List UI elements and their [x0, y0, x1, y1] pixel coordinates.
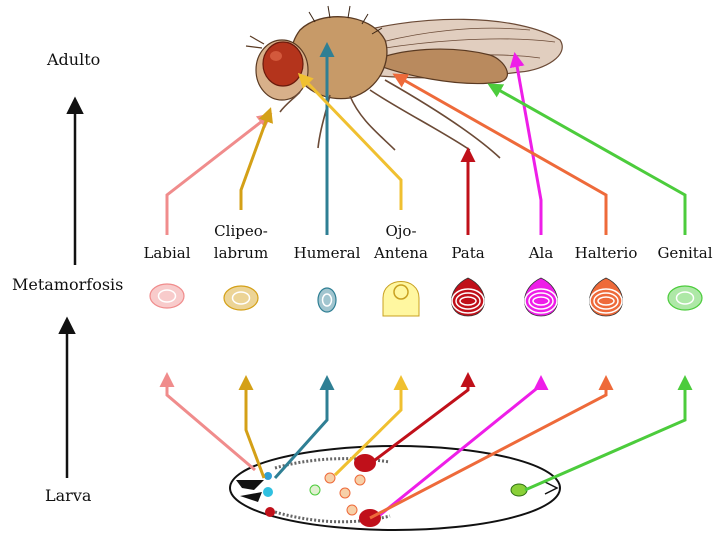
- fly-abdomen: [370, 49, 507, 83]
- larva-body: [230, 446, 560, 530]
- disc-label-clipeolabrum: Clipeo-labrum: [196, 220, 286, 264]
- larva-illustration: [230, 446, 560, 530]
- disc-labial: [150, 284, 184, 308]
- disc-label-line: Halterio: [561, 242, 651, 264]
- stage-label-adult: Adulto: [47, 50, 100, 69]
- stage-label-metamorphosis: Metamorfosis: [12, 275, 123, 294]
- disc-label-line: labrum: [196, 242, 286, 264]
- arrow-from-larva-labial: [167, 375, 255, 470]
- disc-label-genital: Genital: [640, 242, 721, 264]
- disc-label-line: Ojo-: [356, 220, 446, 242]
- arrow-to-adult-labial: [167, 115, 270, 235]
- adult-fly-illustration: [246, 6, 562, 158]
- disc-ojoantena: [383, 282, 419, 317]
- stage-label-larva: Larva: [45, 486, 91, 505]
- disc-halterio: [590, 278, 623, 316]
- disc-label-line: Clipeo-: [196, 220, 286, 242]
- disc-ala: [525, 278, 558, 316]
- disc-label-line: Genital: [640, 242, 721, 264]
- disc-genital: [668, 286, 702, 310]
- disc-label-halterio: Halterio: [561, 242, 651, 264]
- disc-clipeolabrum: [224, 286, 258, 310]
- fly-eye: [263, 42, 303, 86]
- fly-eye-shine: [270, 51, 282, 61]
- arrow-to-adult-halterio: [395, 75, 606, 235]
- disc-pata: [452, 278, 485, 316]
- fly-antenna: [246, 36, 264, 48]
- disc-humeral: [318, 288, 336, 312]
- arrow-to-adult-genital: [490, 85, 685, 235]
